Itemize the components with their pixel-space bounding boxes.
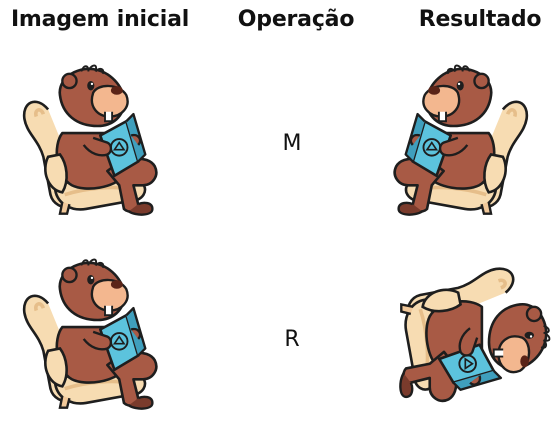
result-image-row-1 xyxy=(387,62,537,222)
initial-image-row-1 xyxy=(14,62,164,222)
result-image-row-2 xyxy=(393,256,553,411)
beaver-reading-icon xyxy=(22,257,159,411)
header-initial-image: Imagem inicial xyxy=(10,7,190,32)
header-result: Resultado xyxy=(418,7,542,32)
beaver-reading-rotated-icon xyxy=(398,266,552,403)
beaver-reading-icon xyxy=(22,63,159,217)
beaver-reading-mirrored-icon xyxy=(392,63,529,217)
operation-label-row-2: R xyxy=(284,327,300,352)
operation-label-row-1: M xyxy=(282,131,302,156)
initial-image-row-2 xyxy=(14,256,164,416)
header-operation: Operação xyxy=(237,7,355,32)
